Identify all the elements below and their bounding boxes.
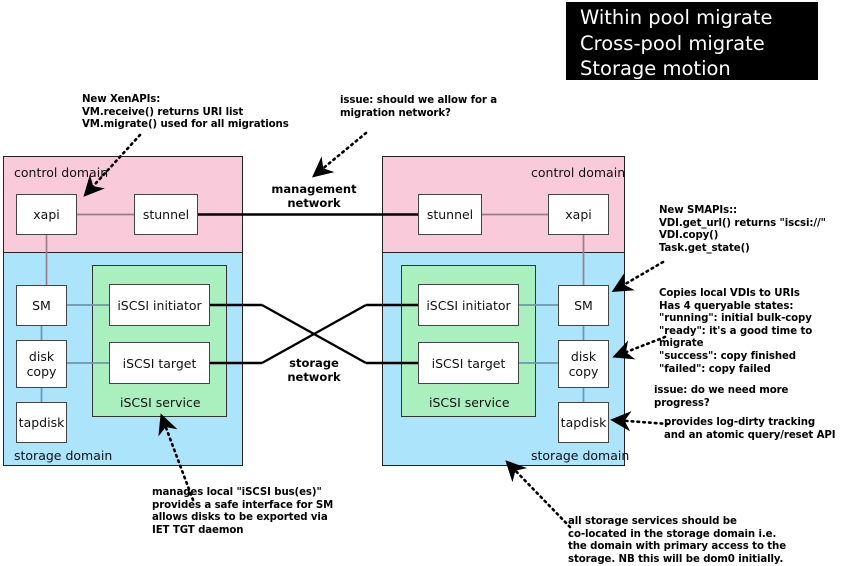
right-iscsi-service-label: iSCSI service xyxy=(429,395,510,410)
arrow-to-right-storage-domain xyxy=(505,460,572,529)
left-iscsi-service-label: iSCSI service xyxy=(120,395,201,410)
management-network-label: management network xyxy=(271,182,357,210)
arrow-to-management-network xyxy=(311,131,368,178)
left-node-iscsi-initiator[interactable]: iSCSI initiator xyxy=(109,284,210,326)
left-storage-domain-label: storage domain xyxy=(14,448,113,463)
left-node-sm[interactable]: SM xyxy=(16,285,67,326)
annotation-tapdisk-note: provides log-dirty tracking and an atomi… xyxy=(664,417,836,441)
right-control-domain-label: control domain xyxy=(531,165,626,180)
annotation-iscsi-service-note: manages local "iSCSI bus(es)" provides a… xyxy=(152,487,334,536)
left-control-domain-label: control domain xyxy=(14,165,109,180)
right-node-iscsi-target[interactable]: iSCSI target xyxy=(418,342,519,384)
migration-feature-title-card: Within pool migrate Cross-pool migrate S… xyxy=(566,2,818,80)
right-node-iscsi-initiator[interactable]: iSCSI initiator xyxy=(418,284,519,326)
annotation-progress-issue: issue: do we need more progress? xyxy=(654,385,789,409)
annotation-migration-network-issue: issue: should we allow for a migration n… xyxy=(340,95,498,119)
left-node-tapdisk[interactable]: tapdisk xyxy=(16,402,67,443)
left-node-disk-copy[interactable]: disk copy xyxy=(16,340,67,388)
left-node-xapi[interactable]: xapi xyxy=(16,194,77,235)
right-node-tapdisk[interactable]: tapdisk xyxy=(558,402,609,443)
left-node-stunnel[interactable]: stunnel xyxy=(134,194,198,235)
annotation-storage-domain-note: all storage services should be co-locate… xyxy=(568,516,787,565)
annotation-new-smapis: New SMAPIs:: VDI.get_url() returns "iscs… xyxy=(659,205,826,254)
annotation-new-xenapis: New XenAPIs: VM.receive() returns URI li… xyxy=(82,94,289,131)
left-node-iscsi-target[interactable]: iSCSI target xyxy=(109,342,210,384)
right-node-disk-copy[interactable]: disk copy xyxy=(558,340,609,388)
storage-network-label: storage network xyxy=(287,356,341,384)
right-node-xapi[interactable]: xapi xyxy=(548,194,609,235)
right-node-stunnel[interactable]: stunnel xyxy=(418,194,482,235)
right-storage-domain-label: storage domain xyxy=(531,448,630,463)
right-node-sm[interactable]: SM xyxy=(558,285,609,326)
annotation-vdi-copy-states: Copies local VDIs to URIs Has 4 queryabl… xyxy=(659,288,813,375)
